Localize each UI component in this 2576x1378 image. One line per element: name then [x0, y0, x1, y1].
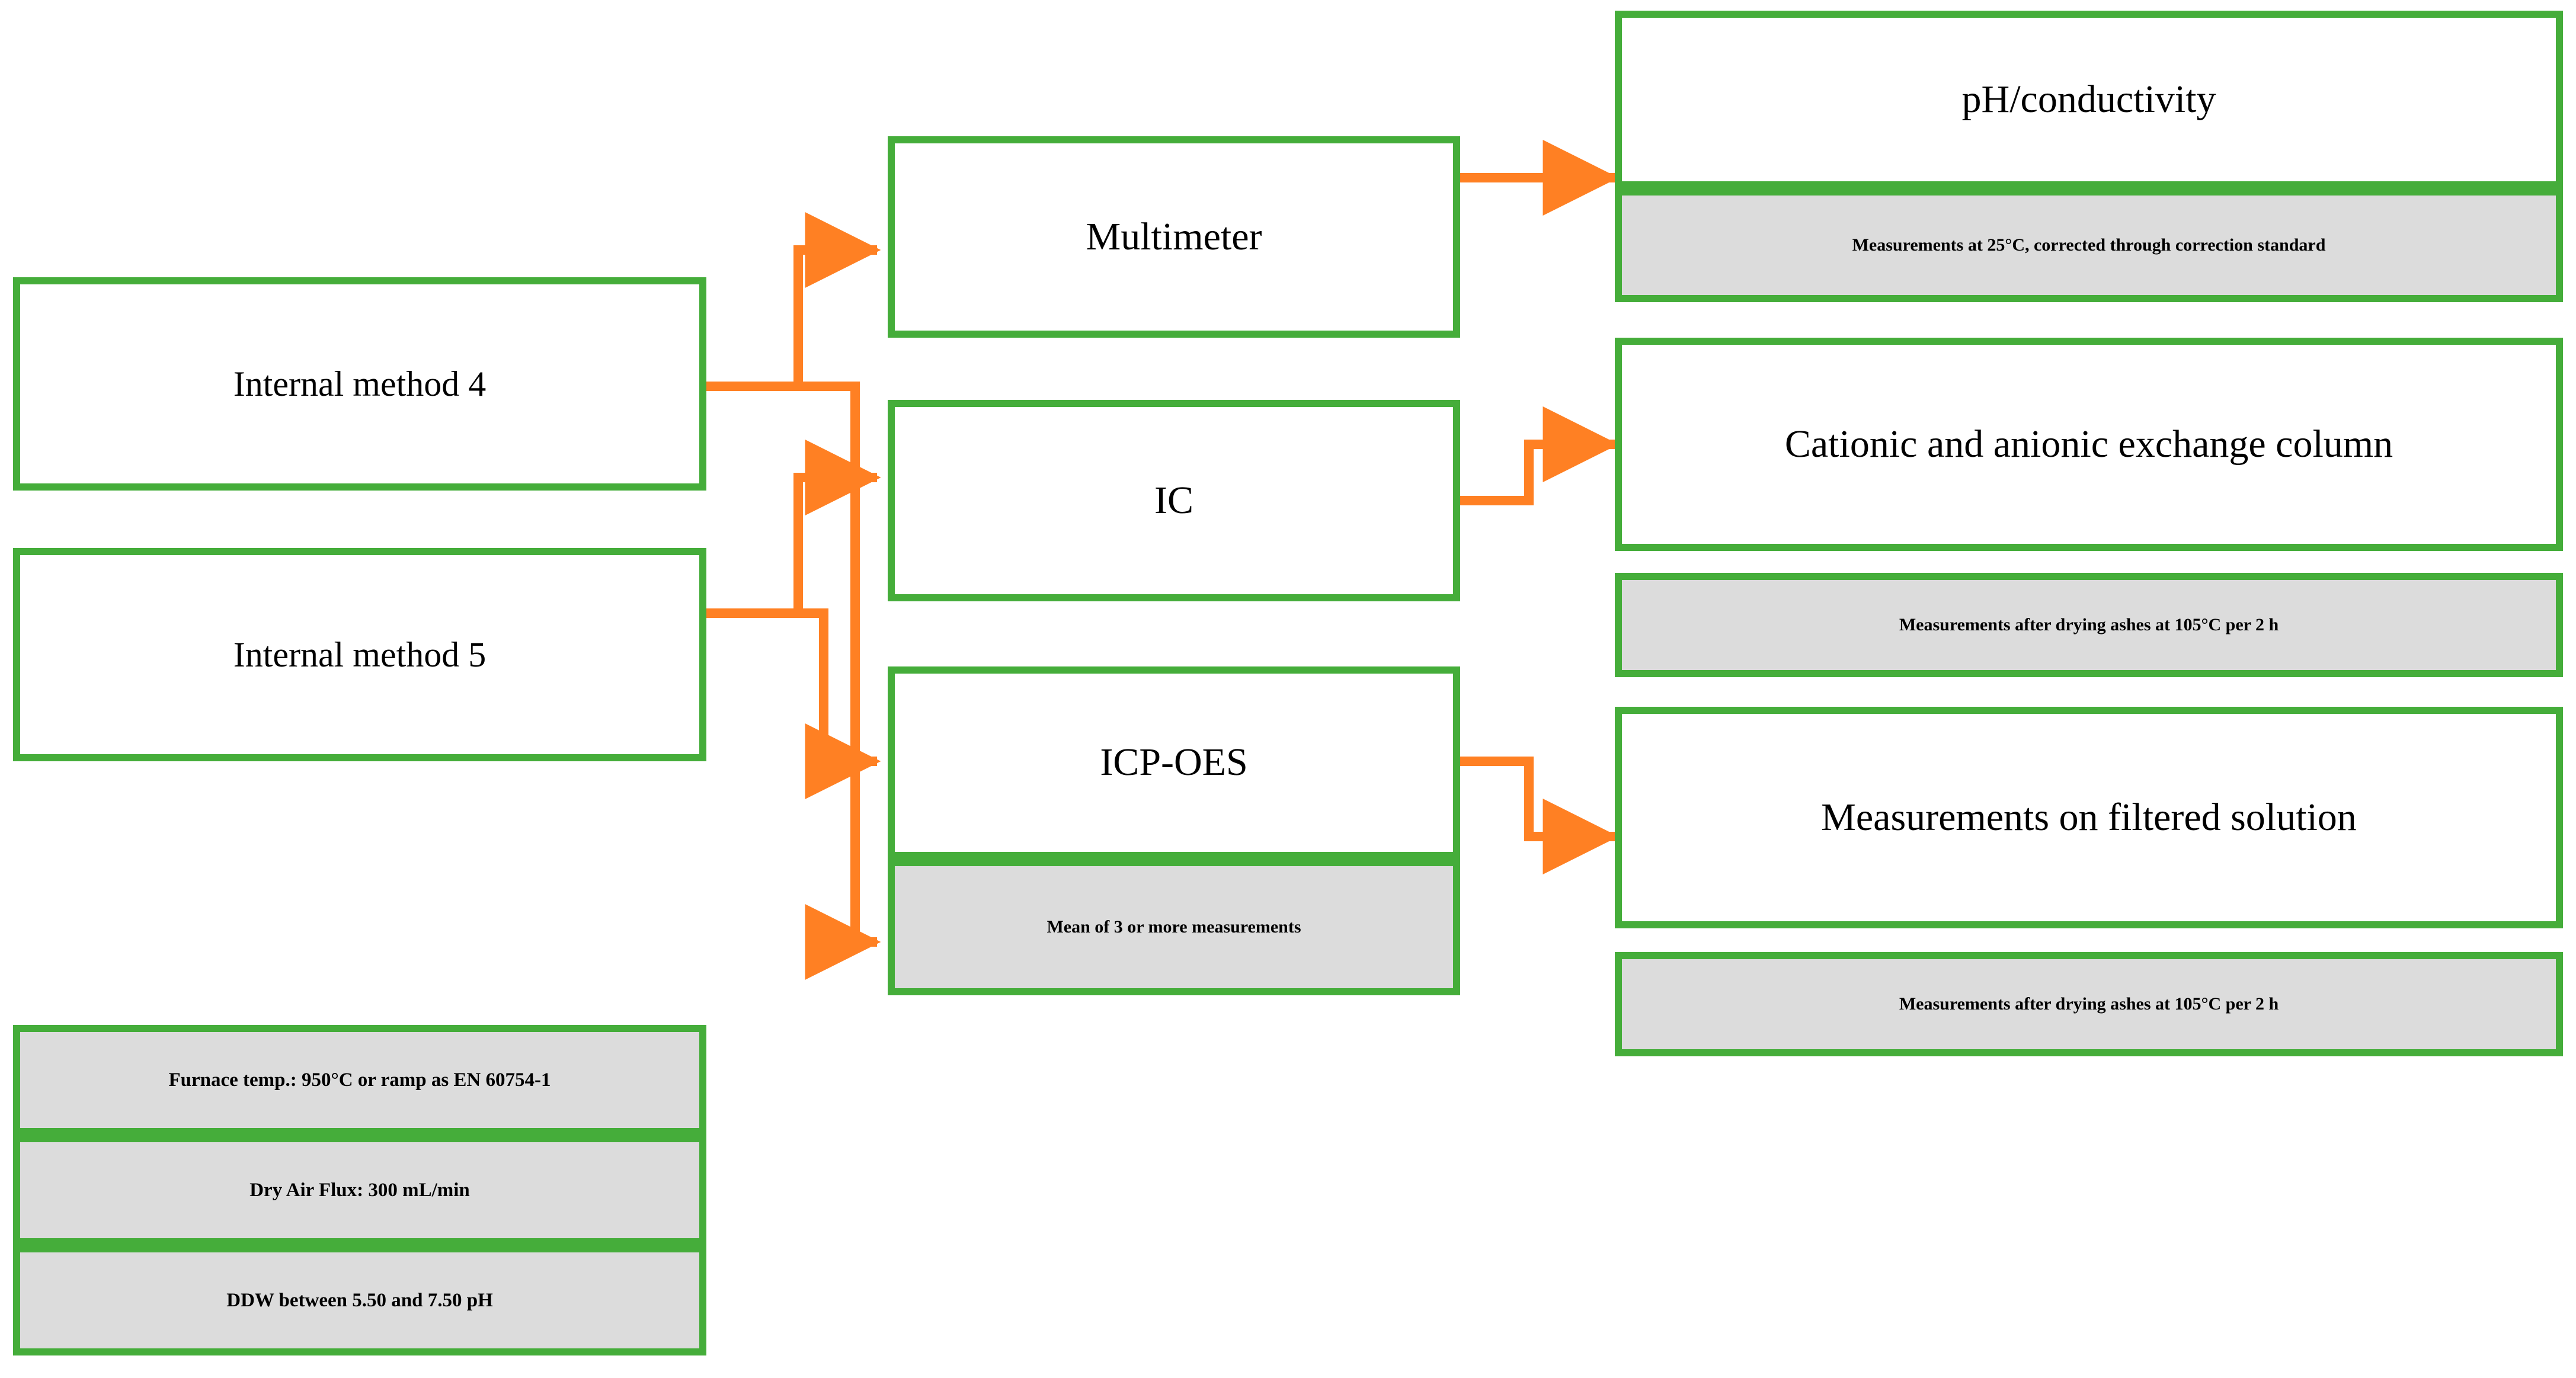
node-ph-conductivity[interactable]: pH/conductivity [1615, 11, 2563, 188]
node-label: Measurements after drying ashes at 105°C… [1899, 614, 2279, 634]
node-label: Furnace temp.: 950°C or ramp as EN 60754… [168, 1069, 551, 1091]
node-label: Dry Air Flux: 300 mL/min [249, 1179, 470, 1201]
node-icp-oes[interactable]: ICP-OES [888, 666, 1460, 859]
node-mean-of-measurements[interactable]: Mean of 3 or more measurements [888, 859, 1460, 995]
node-exchange-column[interactable]: Cationic and anionic exchange column [1615, 338, 2563, 551]
node-furnace-temp[interactable]: Furnace temp.: 950°C or ramp as EN 60754… [13, 1025, 706, 1135]
node-label: Measurements after drying ashes at 105°C… [1899, 994, 2279, 1014]
edge-method4-to-multimeter [706, 212, 881, 391]
node-label: pH/conductivity [1961, 77, 2216, 121]
node-label: Multimeter [1086, 214, 1262, 258]
node-multimeter[interactable]: Multimeter [888, 136, 1460, 338]
node-filtered-solution[interactable]: Measurements on filtered solution [1615, 707, 2563, 928]
node-label: Measurements on filtered solution [1821, 795, 2357, 839]
node-label: IC [1154, 478, 1193, 522]
edge-ic-to-exchange-column [1459, 406, 1619, 505]
edge-method4-to-ic [706, 382, 881, 515]
node-label: Mean of 3 or more measurements [1047, 916, 1301, 937]
node-internal-method-5[interactable]: Internal method 5 [13, 548, 706, 761]
node-internal-method-4[interactable]: Internal method 4 [13, 277, 706, 491]
node-exchange-column-note[interactable]: Measurements after drying ashes at 105°C… [1615, 573, 2563, 677]
node-ic[interactable]: IC [888, 400, 1460, 601]
node-filtered-solution-note[interactable]: Measurements after drying ashes at 105°C… [1615, 952, 2563, 1056]
node-label: Internal method 5 [233, 634, 487, 674]
edge-method5-to-mean-note [805, 478, 881, 980]
node-label: DDW between 5.50 and 7.50 pH [226, 1289, 493, 1311]
node-label: ICP-OES [1100, 741, 1248, 784]
node-ph-conductivity-note[interactable]: Measurements at 25°C, corrected through … [1615, 188, 2563, 302]
edge-icpoes-to-filtered [1459, 757, 1619, 874]
node-label: Internal method 4 [233, 364, 487, 403]
node-dry-air-flux[interactable]: Dry Air Flux: 300 mL/min [13, 1135, 706, 1245]
edge-method5-to-icpoes [706, 608, 881, 799]
node-ddw-ph[interactable]: DDW between 5.50 and 7.50 pH [13, 1245, 706, 1355]
edge-method5-to-ic [706, 440, 881, 618]
node-label: Measurements at 25°C, corrected through … [1852, 235, 2326, 255]
node-label: Cationic and anionic exchange column [1784, 422, 2393, 466]
